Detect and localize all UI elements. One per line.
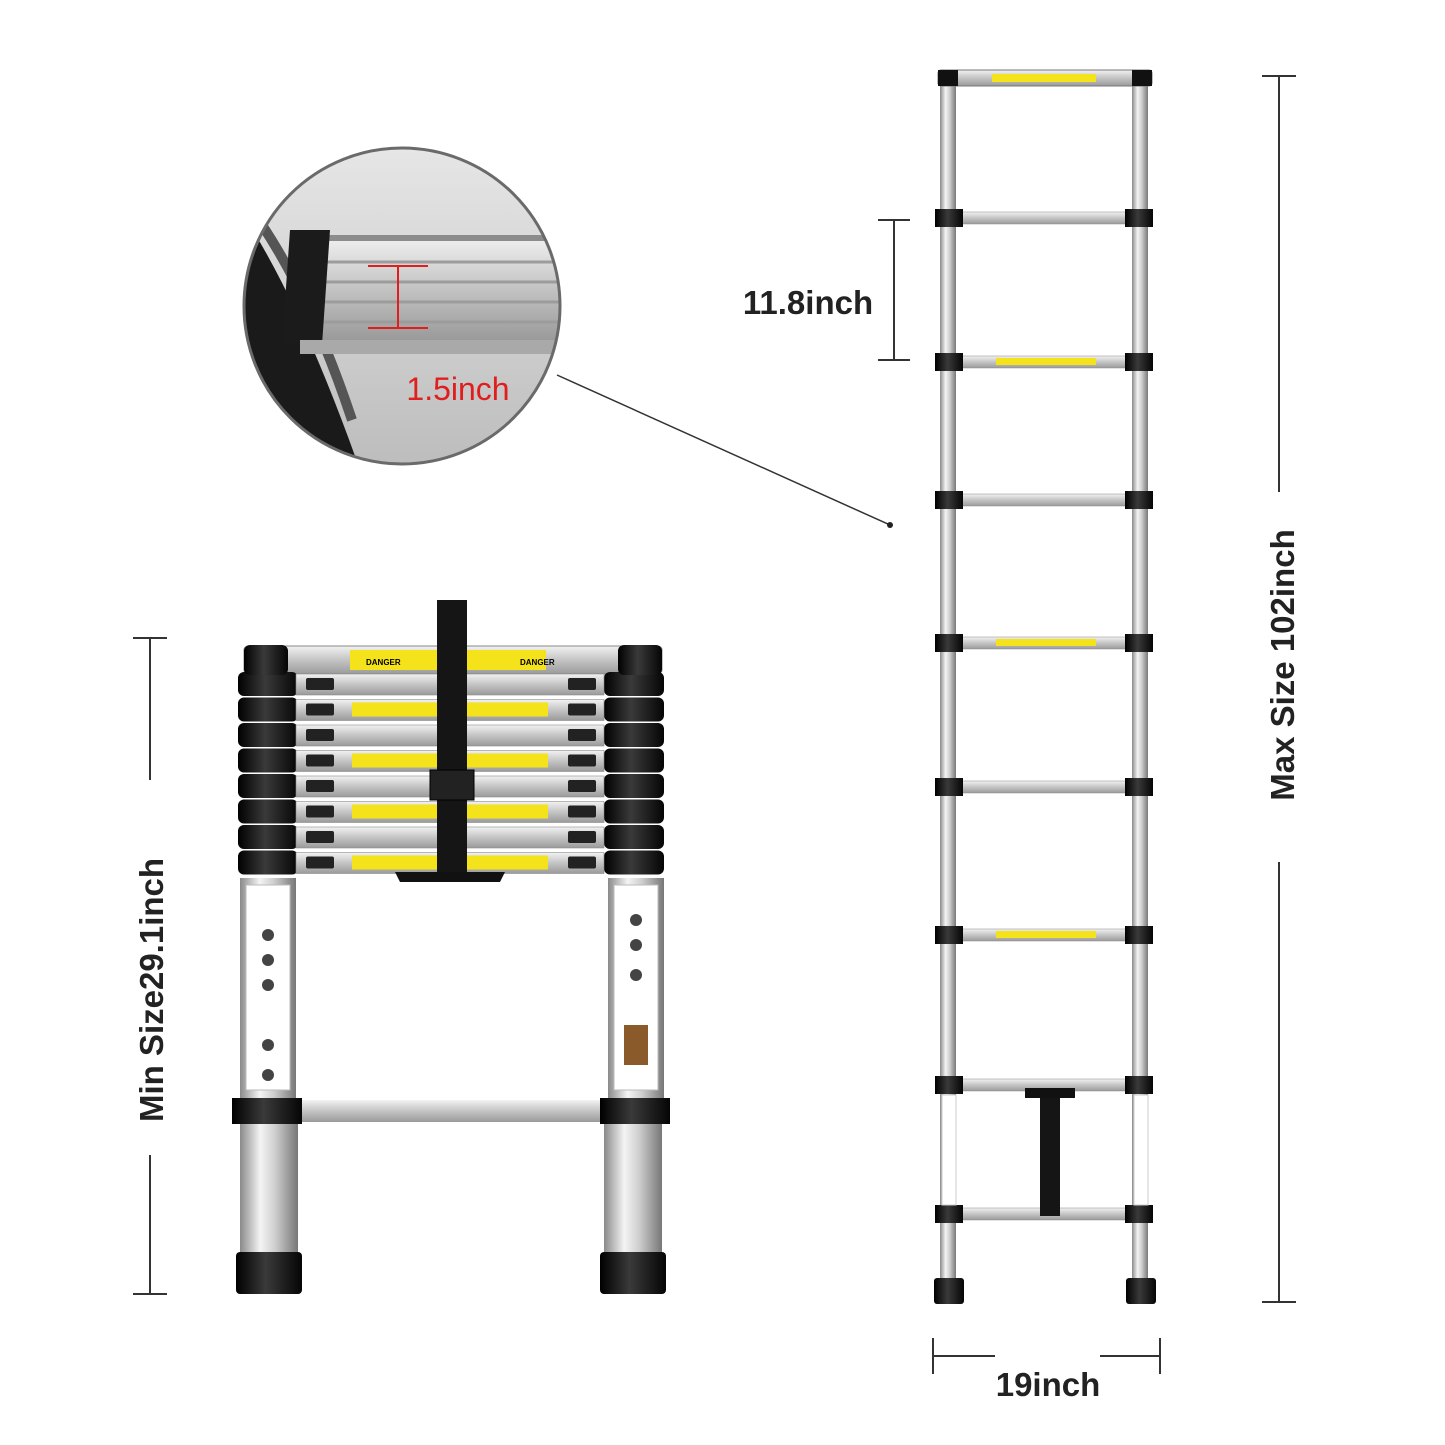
warning-label xyxy=(996,931,1096,938)
rung-collar xyxy=(935,1076,963,1094)
stacked-collar xyxy=(238,850,298,875)
stacked-collar xyxy=(604,850,664,875)
rung-collar xyxy=(935,1205,963,1223)
rung-spacing-label: 11.8inch xyxy=(743,284,873,321)
rung-collar xyxy=(935,491,963,509)
warning-label xyxy=(996,358,1096,365)
danger-text: DANGER xyxy=(520,658,555,667)
carry-strap xyxy=(1040,1094,1060,1216)
extended-ladder xyxy=(934,69,1156,1304)
rung-collar xyxy=(935,926,963,944)
rung-detail-zoom: 1.5inch xyxy=(242,146,562,466)
stacked-collar xyxy=(238,774,298,798)
rung-collar xyxy=(1125,209,1153,227)
warning-label xyxy=(992,74,1096,82)
rung xyxy=(955,211,1133,225)
max-size-dimension xyxy=(1262,75,1296,1303)
rung-collar xyxy=(1125,353,1153,371)
right-stile xyxy=(1132,82,1148,1304)
stacked-collar xyxy=(238,748,298,773)
rung-collar xyxy=(1125,926,1153,944)
collapsed-ladder: DANGER DANGER xyxy=(232,600,670,1294)
rung-collar xyxy=(1125,1076,1153,1094)
rung-collar xyxy=(935,634,963,652)
rung xyxy=(955,780,1133,794)
left-stile xyxy=(940,82,956,1304)
rung-collar xyxy=(935,778,963,796)
carry-strap xyxy=(437,600,467,875)
stacked-collar xyxy=(604,799,664,824)
rung-collar xyxy=(1125,634,1153,652)
width-dimension xyxy=(932,1338,1161,1374)
top-collar xyxy=(244,645,288,675)
stacked-collar xyxy=(238,825,298,849)
stacked-collar xyxy=(238,723,298,747)
rung xyxy=(955,493,1133,507)
zoom-pointer-line xyxy=(556,374,891,526)
stacked-collar xyxy=(604,825,664,849)
rung-collar xyxy=(1125,491,1153,509)
stacked-collar xyxy=(238,697,298,722)
stacked-collar xyxy=(604,697,664,722)
min-size-label: Min Size29.1inch xyxy=(133,858,170,1122)
stacked-collar xyxy=(604,672,664,696)
rung-collar xyxy=(1125,1205,1153,1223)
rung-spacing-dimension xyxy=(878,219,910,361)
warning-label xyxy=(996,639,1096,646)
rung-collar xyxy=(935,353,963,371)
stacked-collar xyxy=(604,748,664,773)
stacked-collar xyxy=(604,723,664,747)
foot xyxy=(934,1278,964,1304)
danger-text: DANGER xyxy=(366,658,401,667)
rung-collar xyxy=(1125,778,1153,796)
foot xyxy=(1126,1278,1156,1304)
top-collar xyxy=(618,645,662,675)
stacked-collar xyxy=(238,799,298,824)
rung-height-marker xyxy=(368,265,428,329)
min-size-dimension xyxy=(133,637,167,1295)
safety-sticker xyxy=(941,1094,957,1206)
stacked-collar xyxy=(238,672,298,696)
safety-sticker xyxy=(1133,1094,1149,1206)
width-label: 19inch xyxy=(996,1366,1101,1403)
stacked-collar xyxy=(604,774,664,798)
rung-height-label: 1.5inch xyxy=(406,371,509,407)
max-size-label: Max Size 102inch xyxy=(1264,529,1301,800)
rung-collar xyxy=(935,209,963,227)
